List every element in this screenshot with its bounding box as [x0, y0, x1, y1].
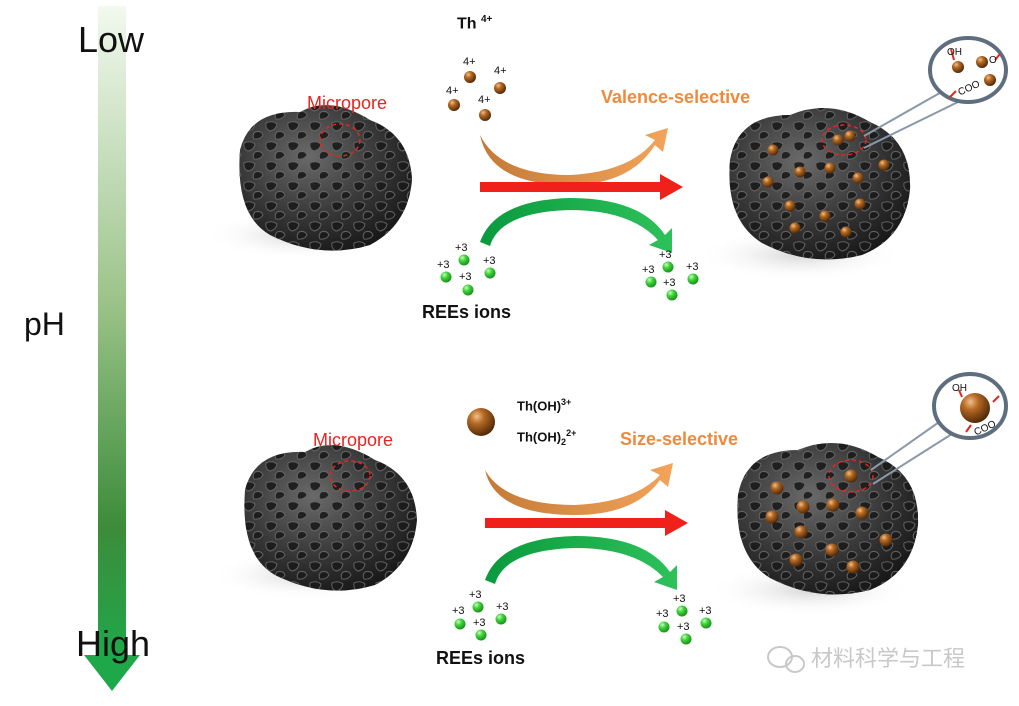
orange-curved-arrow — [480, 128, 668, 185]
thorium-species-label: Th 4+ — [457, 14, 493, 33]
ree-charge-label: +3 — [452, 605, 465, 617]
zoom-line — [872, 431, 956, 485]
ree-charge-label: +3 — [656, 608, 669, 620]
adsorbent-particle — [244, 445, 417, 591]
adsorption-site-marker — [828, 459, 874, 493]
thorium-ion — [494, 82, 506, 94]
zoom-line — [863, 101, 959, 149]
ree-ion — [680, 633, 692, 645]
main-red-arrow — [480, 174, 683, 200]
thorium-charge-label: 4+ — [494, 65, 507, 77]
ree-ion — [440, 271, 452, 283]
thorium-ion — [479, 109, 491, 121]
ree-charge-label: +3 — [699, 605, 712, 617]
ree-ion — [700, 617, 712, 629]
zoom-group-label: OH — [952, 383, 967, 394]
ree-ion — [484, 267, 496, 279]
micropore-label: Micropore — [307, 93, 388, 113]
ree-charge-label: +3 — [455, 242, 468, 254]
thorium-hydroxide-particle — [467, 408, 495, 436]
adsorption-site-marker — [821, 124, 867, 156]
adsorbed-thorium-hydroxide — [765, 469, 893, 574]
ree-charge-label: +3 — [483, 255, 496, 267]
thorium-ion-group — [448, 71, 506, 121]
ree-ion — [495, 613, 507, 625]
ph-high-label: High — [76, 623, 151, 664]
ree-charge-label: +3 — [459, 271, 472, 283]
selectivity-label: Size-selective — [620, 429, 739, 449]
ree-ion — [454, 618, 466, 630]
loaded-adsorbent-particle — [737, 442, 919, 595]
ree-charge-label: +3 — [677, 621, 690, 633]
thorium-species-label: Th(OH)22+ — [517, 428, 577, 447]
ree-charge-label: +3 — [673, 593, 686, 605]
ree-ion-group — [440, 254, 496, 296]
ree-ions-label: REEs ions — [436, 648, 526, 668]
ree-charge-label: +3 — [473, 617, 486, 629]
selectivity-label: Valence-selective — [601, 87, 751, 107]
watermark-text: 材料科学与工程 — [811, 646, 966, 671]
ph-arrow-head — [84, 655, 140, 691]
ree-charge-label: +3 — [686, 261, 699, 273]
ree-ion — [662, 261, 674, 273]
micropore-marker — [319, 123, 361, 157]
ree-ion — [475, 629, 487, 641]
main-red-arrow — [485, 510, 688, 536]
orange-curved-arrow — [485, 463, 673, 515]
thorium-charge-label: 4+ — [446, 85, 459, 97]
zoom-line — [870, 419, 943, 471]
zoom-contents — [958, 389, 1000, 433]
green-curved-arrow — [480, 198, 672, 253]
ree-charge-label: +3 — [496, 601, 509, 613]
thorium-ion — [448, 99, 460, 111]
ree-ion — [472, 601, 484, 613]
micropore-label: Micropore — [313, 430, 394, 450]
ph-gradient-bar — [98, 6, 126, 658]
ree-charge-label: +3 — [469, 589, 482, 601]
zoom-line — [863, 89, 946, 137]
ph-axis-label: pH — [24, 306, 65, 342]
ree-ions-label: REEs ions — [422, 302, 512, 322]
ree-charge-label: +3 — [437, 259, 450, 271]
ree-ion — [687, 273, 699, 285]
ree-ion-group-adsorbed-side — [658, 605, 712, 645]
green-curved-arrow — [485, 536, 677, 590]
ree-ion — [658, 621, 670, 633]
ree-ion — [458, 254, 470, 266]
ree-charge-label: +3 — [659, 249, 672, 261]
ree-ion — [462, 284, 474, 296]
zoom-contents — [949, 48, 1001, 98]
adsorbent-particle — [239, 105, 412, 251]
wechat-icon — [767, 646, 805, 673]
ree-ion-group-adsorbed-side — [645, 261, 699, 301]
panel-low-ph — [205, 36, 1008, 301]
ree-charge-label: +3 — [663, 277, 676, 289]
thorium-charge-label: 4+ — [463, 56, 476, 68]
thorium-species-label: Th(OH)3+ — [517, 397, 572, 414]
ree-charge-label: +3 — [642, 264, 655, 276]
zoom-group-label: OH — [947, 47, 962, 58]
zoom-bubble — [928, 36, 1008, 104]
ree-ion-group — [454, 601, 507, 641]
ree-ion — [645, 276, 657, 288]
zoom-group-label: O — [989, 55, 997, 66]
ree-ion — [666, 289, 678, 301]
ree-ion — [676, 605, 688, 617]
adsorbed-thorium — [762, 130, 890, 238]
panel-high-ph — [210, 372, 1008, 645]
thorium-charge-label: 4+ — [478, 94, 491, 106]
loaded-adsorbent-particle — [729, 107, 911, 260]
thorium-ion — [464, 71, 476, 83]
micropore-marker — [329, 460, 371, 492]
ph-low-label: Low — [78, 19, 145, 60]
